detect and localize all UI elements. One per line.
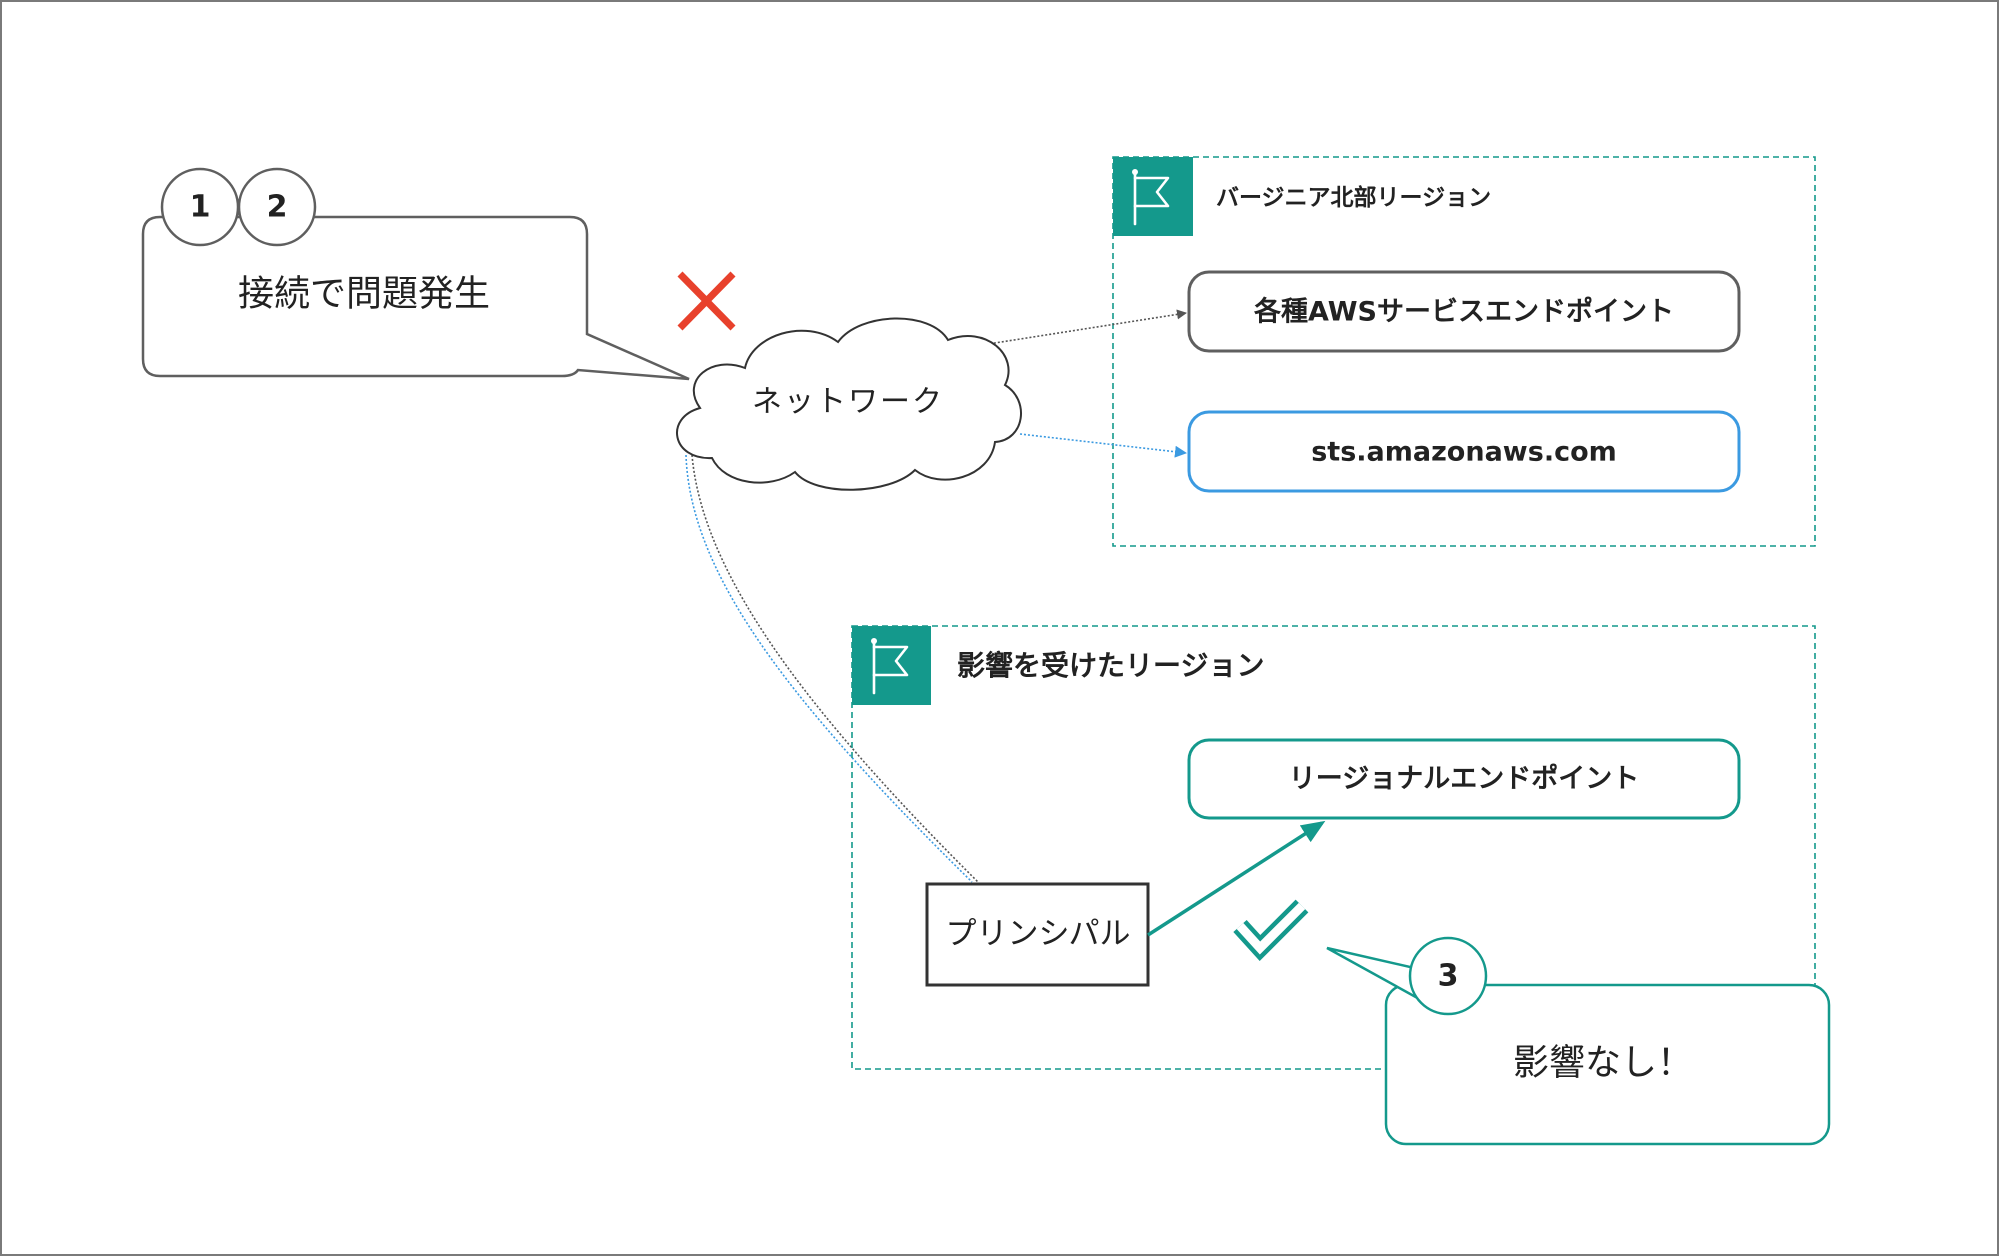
network-label: ネットワーク [752, 385, 944, 420]
endpoint-sts-global: sts.amazonaws.com [1187, 410, 1741, 493]
endpoint-regional-label: リージョナルエンドポイント [1289, 764, 1639, 795]
region-virginia-border [1112, 156, 1816, 547]
region-affected-label: 影響を受けたリージョン [957, 649, 1264, 682]
arrow-principal-to-regional-endpoint [1147, 820, 1326, 937]
endpoint-sts-global-label: sts.amazonaws.com [1311, 437, 1617, 468]
region-virginia: バージニア北部リージョン 各種AWSサービスエンドポイント sts.amazon… [1112, 156, 1816, 547]
network-principal-link-blue [685, 454, 973, 883]
badge-2: 2 [237, 167, 317, 247]
principal-box: プリンシパル [925, 882, 1150, 987]
callout-result-tail [1326, 946, 1433, 1008]
endpoint-aws-services-label: 各種AWSサービスエンドポイント [1253, 296, 1674, 328]
region-affected-border [851, 625, 1816, 1070]
callout-problem: 1 2 接続で問題発生 [141, 167, 690, 381]
region-virginia-label: バージニア北部リージョン [1216, 184, 1491, 211]
x-mark-icon [677, 271, 736, 331]
badge-1: 1 [160, 167, 240, 247]
cloud-icon [676, 317, 1022, 491]
flag-icon [852, 626, 931, 705]
callout-result: 3 影響なし！ [1326, 936, 1831, 1146]
region-affected: 影響を受けたリージョン リージョナルエンドポイント プリンシパル [851, 625, 1816, 1070]
arrow-network-to-aws-services [981, 309, 1187, 346]
callout-problem-bubble [141, 215, 690, 381]
arrow-network-to-sts [1019, 433, 1187, 458]
network-cloud: ネットワーク [676, 317, 1022, 491]
badge-3: 3 [1408, 936, 1488, 1016]
callout-result-text: 影響なし！ [1513, 1043, 1693, 1084]
badge-1-label: 1 [190, 190, 211, 225]
callout-result-bubble [1384, 983, 1831, 1146]
flag-icon [1113, 157, 1193, 236]
principal-label: プリンシパル [945, 916, 1130, 952]
network-principal-link-gray [691, 454, 979, 883]
endpoint-regional: リージョナルエンドポイント [1187, 738, 1741, 820]
endpoint-aws-services: 各種AWSサービスエンドポイント [1187, 270, 1741, 353]
badge-3-label: 3 [1438, 959, 1459, 994]
callout-problem-text: 接続で問題発生 [238, 274, 490, 315]
badge-2-label: 2 [267, 190, 288, 225]
check-icon [1233, 899, 1309, 962]
